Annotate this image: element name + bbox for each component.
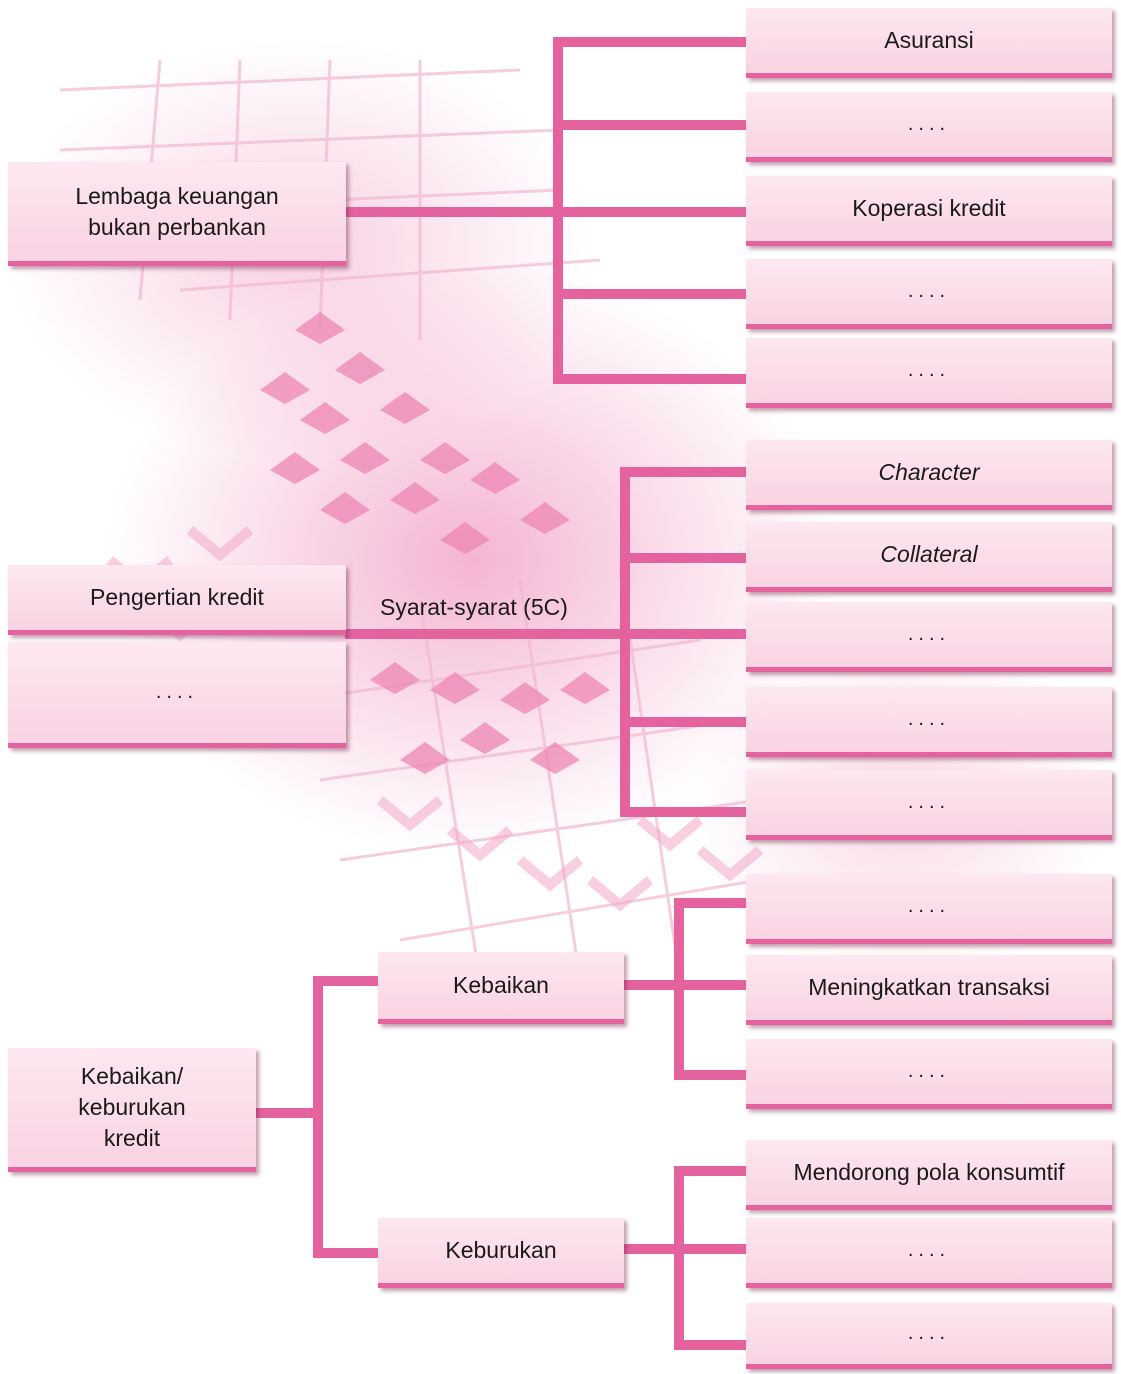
leaf-blank[interactable]: ....	[746, 92, 1112, 162]
connector-root1	[345, 207, 557, 217]
leaf-blank[interactable]: ....	[746, 338, 1112, 408]
connector-good-3	[674, 1070, 746, 1080]
connector-good	[313, 976, 379, 986]
leaf-asuransi: Asuransi	[746, 8, 1112, 78]
connector-branch2-3	[620, 629, 746, 639]
leaf-meningkatkan-transaksi: Meningkatkan transaksi	[746, 955, 1112, 1025]
leaf-koperasi-kredit: Koperasi kredit	[746, 176, 1112, 246]
leaf-collateral: Collateral	[746, 522, 1112, 592]
node-keburukan: Keburukan	[378, 1218, 624, 1288]
root-answer-blank[interactable]: ....	[8, 642, 346, 748]
connector-good-out	[622, 980, 682, 990]
leaf-blank[interactable]: ....	[746, 770, 1112, 840]
connector-bad-2	[674, 1244, 746, 1254]
leaf-blank[interactable]: ....	[746, 687, 1112, 757]
branch-label-syarat: Syarat-syarat (5C)	[380, 594, 568, 620]
connector-bad-3	[674, 1340, 746, 1350]
leaf-blank[interactable]: ....	[746, 1039, 1112, 1109]
leaf-character: Character	[746, 440, 1112, 510]
connector-branch2-4	[620, 717, 746, 727]
connector-branch2-1	[620, 467, 746, 477]
leaf-blank[interactable]: ....	[746, 1218, 1112, 1288]
connector-root3	[255, 1108, 322, 1118]
root-node-kebaikan-keburukan: Kebaikan/ keburukan kredit	[8, 1048, 256, 1172]
connector-root2	[345, 629, 630, 639]
node-kebaikan: Kebaikan	[378, 952, 624, 1024]
connector-branch1-1	[553, 37, 746, 47]
connector-branch1-3	[553, 207, 746, 217]
leaf-blank[interactable]: ....	[746, 259, 1112, 329]
root-node-lembaga: Lembaga keuangan bukan perbankan	[8, 162, 346, 266]
connector-bad-trunk	[674, 1166, 684, 1350]
connector-bad	[313, 1248, 379, 1258]
connector-trunk2	[620, 467, 630, 817]
connector-branch2-2	[620, 553, 746, 563]
connector-trunk3	[313, 976, 323, 1258]
connector-branch1-5	[553, 374, 746, 384]
leaf-blank[interactable]: ....	[746, 874, 1112, 944]
leaf-mendorong-pola-konsumtif: Mendorong pola konsumtif	[746, 1140, 1112, 1210]
connector-good-1	[674, 898, 746, 908]
connector-good-2	[674, 980, 746, 990]
connector-bad-out	[622, 1244, 682, 1254]
leaf-blank[interactable]: ....	[746, 1303, 1112, 1369]
connector-bad-1	[674, 1166, 746, 1176]
connector-branch2-5	[620, 807, 746, 817]
root-node-pengertian-kredit: Pengertian kredit	[8, 565, 346, 635]
connector-branch1-2	[553, 120, 746, 130]
leaf-blank[interactable]: ....	[746, 602, 1112, 672]
connector-branch1-4	[553, 289, 746, 299]
